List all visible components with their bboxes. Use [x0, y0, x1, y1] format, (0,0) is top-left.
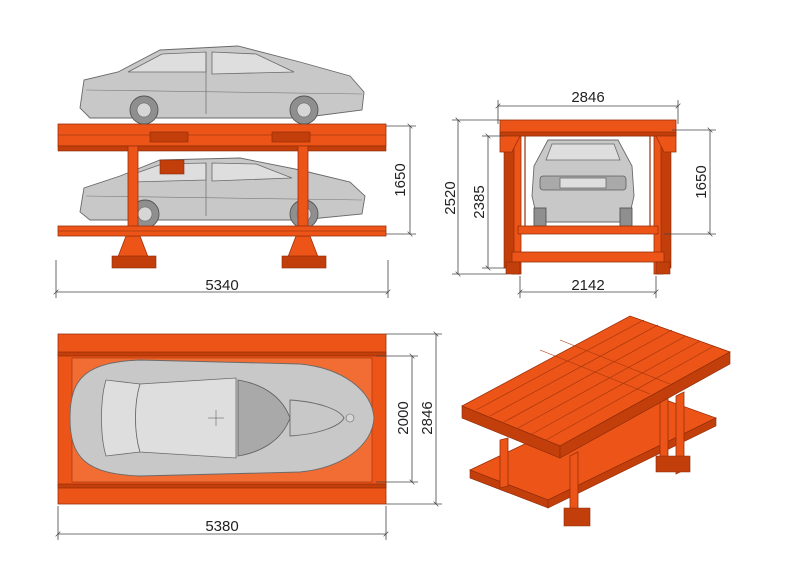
side-elevation-view: 5340 1650: [56, 45, 416, 298]
side-posts: [111, 145, 327, 269]
front-lower-platform: [511, 251, 665, 263]
iso-upper-deck-slats: [475, 319, 715, 441]
plan-inner-width-dimension: 2000: [395, 401, 412, 434]
top-plan-view: 2000 2846 5380: [58, 334, 442, 540]
front-inner-width-dimension: 2142: [571, 277, 604, 294]
plan-car-top: [69, 359, 375, 477]
upper-car-side: [79, 45, 365, 125]
front-level-height-dimension: 1650: [693, 165, 710, 198]
isometric-view: [461, 315, 731, 527]
upper-platform-side: [57, 123, 387, 152]
front-outer-width-dimension: 2846: [571, 89, 604, 106]
front-total-height-dimension: 2520: [442, 181, 459, 214]
side-length-dimension: 5340: [205, 277, 238, 294]
plan-dimensions: 2000 2846 5380: [58, 334, 442, 540]
front-car: [531, 139, 635, 227]
front-elevation-view: 2846 2520 2385 1650 2142: [442, 89, 716, 298]
lower-car-side: [79, 157, 366, 229]
side-level-height-dimension: 1650: [392, 163, 409, 196]
side-dimensions: 5340 1650: [56, 126, 416, 298]
front-frame-height-dimension: 2385: [471, 185, 488, 218]
plan-outer-width-dimension: 2846: [419, 401, 436, 434]
plan-length-dimension: 5380: [205, 518, 238, 535]
front-dimensions: 2846 2520 2385 1650 2142: [442, 89, 716, 298]
lower-platform-side: [57, 225, 387, 237]
iso-post-front-left: [499, 437, 509, 489]
front-upper-tray: [517, 225, 659, 235]
